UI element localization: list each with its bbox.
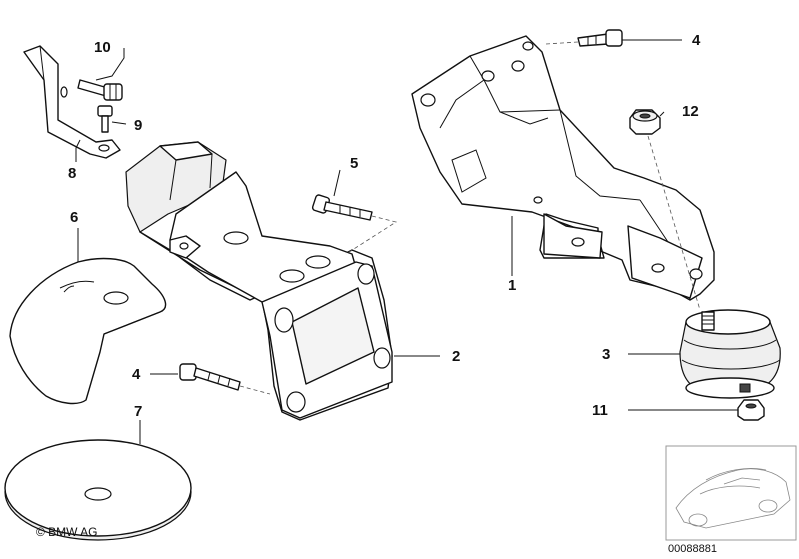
callout-10: 10 [94, 39, 111, 56]
bracket-part-8[interactable] [23, 45, 121, 159]
callout-12: 12 [682, 103, 699, 120]
guide-line-4-upper [545, 41, 579, 45]
nut-part-11[interactable] [737, 399, 765, 421]
callout-9: 9 [134, 117, 142, 134]
callout-4-upper: 4 [692, 32, 701, 49]
callout-8: 8 [68, 165, 76, 182]
callout-1: 1 [508, 277, 516, 294]
callout-5: 5 [350, 155, 358, 172]
nut-part-12[interactable] [629, 109, 661, 135]
copyright-text: © BMW AG [36, 525, 98, 539]
disc-part-7[interactable] [4, 439, 192, 541]
bolt-part-4-lower[interactable] [179, 363, 241, 391]
document-number: 00088881 [668, 543, 717, 555]
callout-7: 7 [134, 403, 142, 420]
vehicle-thumbnail[interactable] [665, 445, 797, 541]
leader-lines [75, 39, 738, 444]
callout-2: 2 [452, 348, 460, 365]
callout-11: 11 [592, 402, 608, 419]
bolt-part-4-upper[interactable] [577, 29, 623, 47]
callout-4-lower: 4 [132, 366, 141, 383]
heat-shield-part-6[interactable] [9, 257, 167, 405]
engine-support-arm-part-1[interactable] [411, 35, 715, 301]
guide-line-12 [647, 135, 701, 311]
bolt-part-5[interactable] [311, 194, 373, 221]
guide-line-5 [345, 215, 397, 255]
guide-line-4-lower [239, 385, 271, 395]
callout-6: 6 [70, 209, 78, 226]
bolt-part-9[interactable] [97, 105, 113, 133]
engine-mount-part-3[interactable] [679, 309, 781, 399]
callout-3: 3 [602, 346, 610, 363]
carrier-bracket-part-2[interactable] [125, 141, 393, 421]
bolt-part-10[interactable] [77, 79, 123, 101]
